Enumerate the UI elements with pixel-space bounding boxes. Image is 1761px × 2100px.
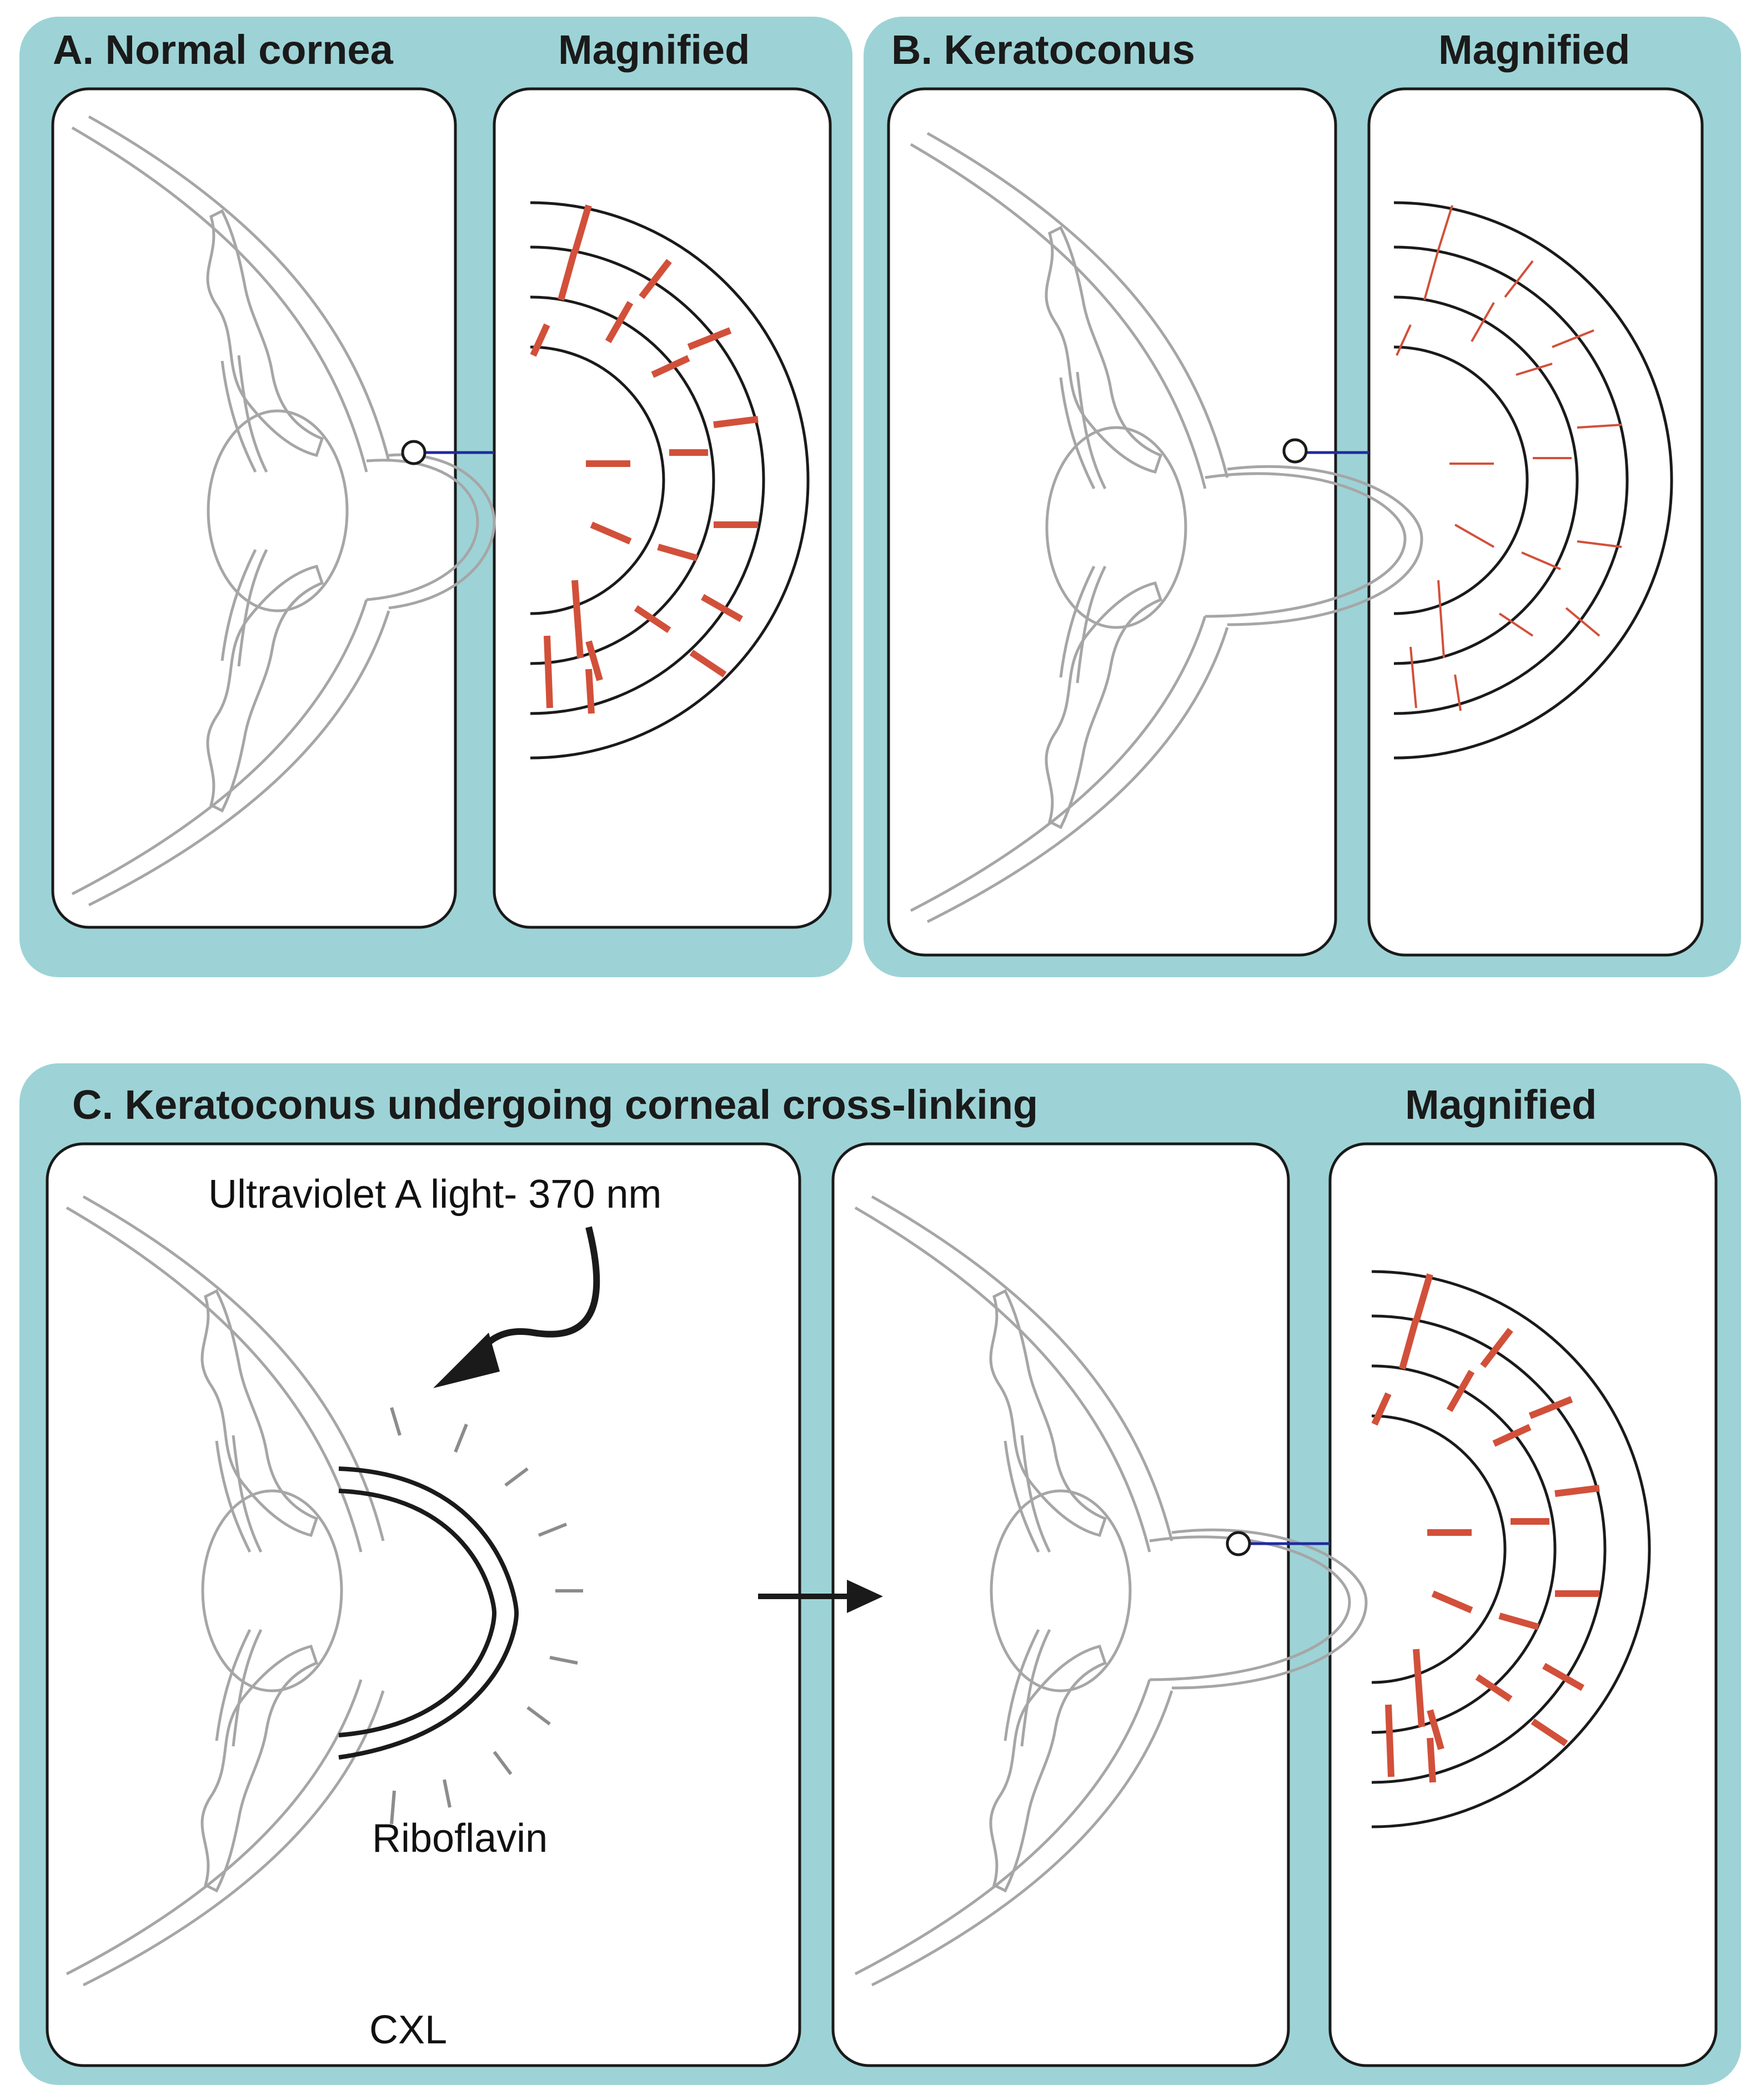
magnifier-circle-icon [1226, 1531, 1251, 1556]
panel-b-title: B. Keratoconus [891, 27, 1195, 73]
magnifier-circle-icon [401, 440, 427, 465]
magnifier-circle-icon [1282, 438, 1308, 464]
panel-c-treated-eye [67, 1197, 583, 1985]
panel-c: C. Keratoconus undergoing corneal cross-… [19, 1063, 1741, 2085]
panel-a-crosslinks [530, 204, 759, 714]
panel-c-title: C. Keratoconus undergoing corneal cross-… [72, 1082, 1038, 1128]
panel-c-magnified-title: Magnified [1405, 1082, 1597, 1128]
uv-rays [390, 1407, 583, 1825]
panel-b-eye-box [887, 87, 1337, 957]
panel-c-magnified-box [1328, 1142, 1718, 2067]
panel-a-collagen-fibers [530, 203, 808, 758]
right-arrow-icon [758, 1580, 883, 1613]
curved-arrow-head [433, 1333, 500, 1388]
panel-c-collagen-fibers [1372, 1272, 1649, 1827]
cxl-label: CXL [369, 2008, 447, 2052]
panel-a-magnified-box [493, 87, 832, 929]
panel-c-result-box [831, 1142, 1290, 2067]
panel-c-strong-crosslinks [1371, 1273, 1600, 1783]
uv-light-label: Ultraviolet A light- 370 nm [208, 1172, 661, 1217]
panel-c-cxl-box [46, 1142, 801, 2067]
panel-b-weak-crosslinks [1396, 205, 1622, 711]
panel-b-magnified-title: Magnified [1438, 27, 1630, 73]
panel-a: A. Normal cornea Magnified [19, 17, 852, 977]
panel-a-magnified-title: Magnified [558, 27, 750, 73]
panel-b-collagen-fibers [1394, 203, 1672, 758]
riboflavin-label: Riboflavin [372, 1816, 548, 1861]
panel-a-eye-box [51, 87, 457, 929]
panel-b-magnified-box [1367, 87, 1704, 957]
panel-b: B. Keratoconus Magnified [864, 17, 1741, 977]
panel-a-title: A. Normal cornea [53, 27, 394, 73]
